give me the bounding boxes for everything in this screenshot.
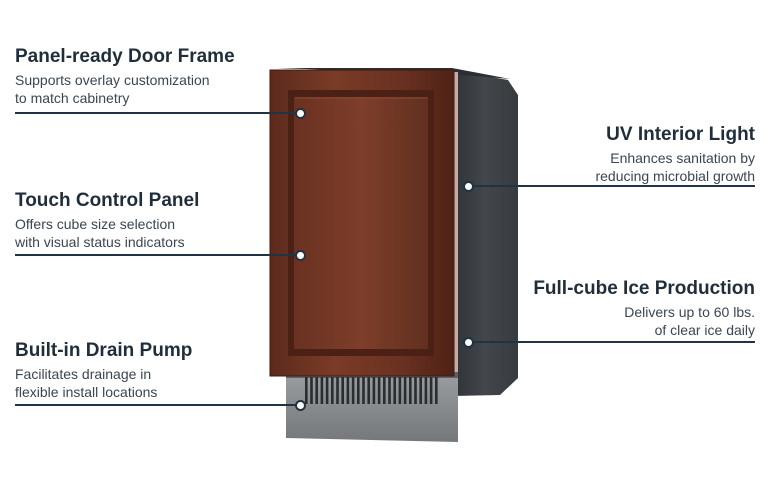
vent-slat (305, 377, 308, 404)
callout-title: UV Interior Light (606, 124, 755, 145)
leader-line-door-frame (15, 112, 297, 114)
vent-slat (403, 377, 407, 404)
callout-title: Panel-ready Door Frame (15, 46, 235, 67)
leader-line-ice-production (470, 341, 755, 343)
callout-description-line: flexible install locations (15, 384, 158, 400)
callout-description-line: to match cabinetry (15, 90, 130, 106)
vent-slat (429, 377, 433, 404)
vent-slat (372, 377, 376, 404)
callout-door-frame: Panel-ready Door Frame Supports overlay … (15, 46, 235, 107)
door-raised-panel (294, 97, 428, 349)
callout-title: Built-in Drain Pump (15, 340, 193, 361)
callout-description-line: Offers cube size selection (15, 216, 176, 232)
vent-slat (419, 377, 422, 404)
vent-slat (336, 377, 339, 404)
vent-slat (388, 377, 391, 404)
vent-slat (383, 377, 386, 404)
callout-drain-pump: Built-in Drain Pump Facilitates drainage… (15, 340, 192, 401)
vent-slat (315, 377, 318, 404)
vent-slat (331, 377, 334, 404)
callout-uv-light: UV Interior Light Enhances sanitation by… (595, 124, 755, 185)
callout-description-line: of clear ice daily (654, 322, 755, 338)
door-hinge-edge (452, 72, 458, 382)
vent-slat (346, 377, 350, 404)
callout-description-line: Facilitates drainage in (15, 366, 152, 382)
leader-line-touch-panel (15, 254, 297, 256)
vent-slat (398, 377, 402, 404)
callout-title: Full-cube Ice Production (533, 278, 755, 299)
vent-slat (424, 377, 428, 404)
callout-dot-icon (463, 181, 474, 192)
vent-slat (341, 377, 344, 404)
vent-grille (305, 377, 438, 404)
callout-dot-icon (295, 108, 306, 119)
callout-description-line: reducing microbial growth (595, 168, 755, 184)
vent-slat (435, 377, 438, 404)
callout-touch-panel: Touch Control Panel Offers cube size sel… (15, 190, 199, 251)
vent-slat (377, 377, 381, 404)
cabinet-side-panel (452, 70, 518, 396)
vent-slat (362, 377, 365, 404)
vent-slat (325, 377, 329, 404)
leader-line-drain-pump (15, 404, 297, 406)
vent-slat (414, 377, 417, 404)
callout-description-line: Supports overlay customization (15, 72, 210, 88)
vent-slat (351, 377, 355, 404)
callout-ice-production: Full-cube Ice Production Delivers up to … (533, 278, 755, 339)
callout-dot-icon (295, 250, 306, 261)
callout-description-line: Delivers up to 60 lbs. (624, 304, 755, 320)
vent-slat (320, 377, 324, 404)
callout-description-line: with visual status indicators (15, 234, 185, 250)
leader-line-uv-light (470, 185, 755, 187)
vent-slat (357, 377, 360, 404)
callout-title: Touch Control Panel (15, 190, 200, 211)
callout-dot-icon (463, 337, 474, 348)
vent-slat (409, 377, 412, 404)
callout-dot-icon (295, 400, 306, 411)
vent-slat (310, 377, 313, 404)
vent-slat (393, 377, 396, 404)
vent-slat (367, 377, 370, 404)
callout-description-line: Enhances sanitation by (610, 150, 755, 166)
